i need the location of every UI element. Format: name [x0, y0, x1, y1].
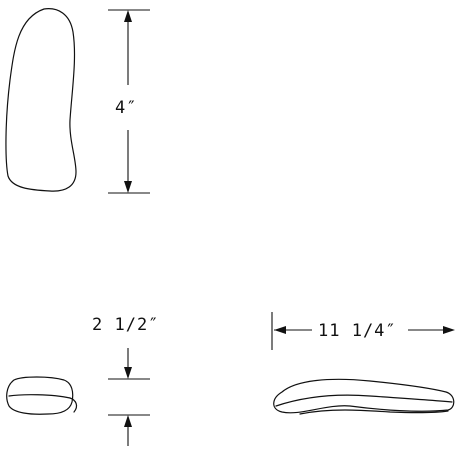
- end-view-tab: [69, 397, 78, 413]
- depth-label: 2 1/2″: [92, 315, 159, 335]
- end-view: [6, 376, 78, 415]
- top-view-lower-line: [299, 409, 449, 415]
- top-view-outline: [273, 378, 455, 414]
- length-dimension: 11 1/4″: [271, 312, 455, 350]
- end-view-outline: [6, 376, 74, 415]
- height-dimension: 4″: [108, 9, 150, 194]
- end-view-inner-line: [8, 394, 71, 399]
- depth-arrow-top: [124, 367, 132, 379]
- side-profile-view: [5, 8, 77, 192]
- side-profile-outline: [5, 8, 77, 192]
- depth-dimension: 2 1/2″: [92, 315, 159, 446]
- top-view-inner-line: [275, 394, 453, 407]
- length-label: 11 1/4″: [318, 321, 397, 341]
- length-arrow-right: [443, 326, 455, 334]
- height-arrow-bottom: [124, 181, 132, 193]
- depth-arrow-bottom: [124, 415, 132, 427]
- length-arrow-left: [274, 326, 286, 334]
- top-view: [273, 378, 455, 415]
- height-arrow-top: [124, 10, 132, 22]
- height-label: 4″: [115, 98, 137, 118]
